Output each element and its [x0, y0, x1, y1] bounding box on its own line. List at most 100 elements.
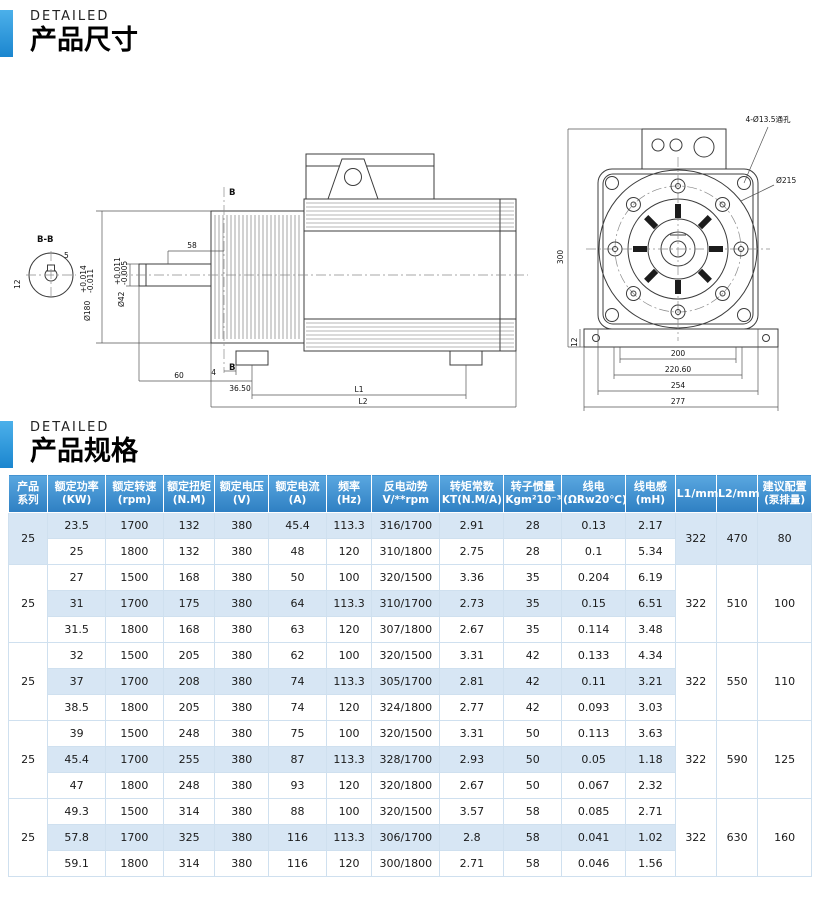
table-cell: 3.48	[625, 615, 676, 643]
l1-cell: 322	[674, 719, 717, 799]
table-cell: 120	[325, 849, 373, 877]
table-cell: 27	[47, 563, 107, 591]
table-cell: 39	[47, 719, 107, 747]
table-cell: 0.113	[561, 719, 627, 747]
column-header: 额定扭矩(N.M)	[162, 474, 216, 513]
table-cell: 0.13	[561, 511, 627, 539]
table-cell: 42	[503, 693, 563, 721]
spec-table: 产品系列额定功率(KW)额定转速(rpm)额定扭矩(N.M)额定电压(V)额定电…	[7, 474, 812, 877]
table-cell: 0.204	[561, 563, 627, 591]
hole-note-label: 4-Ø13.5通孔	[745, 114, 791, 124]
dim-254-label: 254	[671, 381, 686, 390]
table-cell: 38.5	[47, 693, 107, 721]
flange-diameter-label: Ø180 +0.014 -0.011	[79, 265, 95, 321]
table-cell: 6.19	[625, 563, 676, 591]
table-cell: 49.3	[47, 797, 107, 825]
table-cell: 1700	[105, 667, 164, 695]
table-cell: 35	[503, 615, 563, 643]
l1-cell: 322	[674, 563, 717, 643]
table-cell: 380	[214, 745, 270, 773]
svg-text:+0.014: +0.014	[79, 265, 88, 293]
series-cell: 25	[7, 511, 49, 565]
table-cell: 2.71	[625, 797, 676, 825]
table-cell: 168	[162, 563, 216, 591]
table-cell: 380	[214, 641, 270, 669]
table-cell: 324/1800	[371, 693, 441, 721]
column-header: 额定电压(V)	[214, 474, 270, 513]
svg-text:Ø42: Ø42	[117, 291, 126, 307]
table-cell: 205	[162, 693, 216, 721]
dim-58-label: 58	[187, 241, 197, 250]
table-cell: 58	[503, 849, 563, 877]
table-cell: 100	[325, 719, 373, 747]
table-cell: 35	[503, 589, 563, 617]
table-cell: 0.067	[561, 771, 627, 799]
table-cell: 380	[214, 693, 270, 721]
spec-table-head: 产品系列额定功率(KW)额定转速(rpm)额定扭矩(N.M)额定电压(V)额定电…	[7, 474, 812, 513]
l2-cell: 550	[715, 641, 759, 721]
table-cell: 0.05	[561, 745, 627, 773]
table-cell: 31	[47, 589, 107, 617]
dim-300-label: 300	[556, 250, 565, 265]
section-hatch-marks	[633, 204, 723, 295]
l2-cell: 590	[715, 719, 759, 799]
table-cell: 100	[325, 641, 373, 669]
table-cell: 0.15	[561, 589, 627, 617]
table-cell: 380	[214, 615, 270, 643]
table-cell: 310/1800	[371, 537, 441, 565]
table-cell: 120	[325, 693, 373, 721]
table-cell: 4.34	[625, 641, 676, 669]
table-cell: 42	[503, 667, 563, 695]
table-cell: 5.34	[625, 537, 676, 565]
series-cell: 25	[7, 563, 49, 643]
table-cell: 306/1700	[371, 823, 441, 851]
table-cell: 1800	[105, 693, 164, 721]
table-cell: 132	[162, 537, 216, 565]
table-cell: 32	[47, 641, 107, 669]
pump-config-cell: 100	[757, 563, 812, 643]
table-cell: 6.51	[625, 589, 676, 617]
dim-3650-label: 36.50	[229, 384, 251, 393]
column-header: 线电感(mH)	[625, 474, 676, 513]
table-cell: 2.77	[439, 693, 505, 721]
dimension-lines-front	[567, 126, 779, 412]
table-cell: 316/1700	[371, 511, 441, 539]
table-cell: 58	[503, 797, 563, 825]
section-accent-bar	[0, 10, 13, 57]
table-cell: 1500	[105, 641, 164, 669]
table-cell: 116	[268, 849, 327, 877]
front-view-drawing: 300 12 200 220.60 254 277 4-Ø13.5通孔 Ø215	[556, 114, 796, 412]
table-cell: 116	[268, 823, 327, 851]
table-cell: 2.81	[439, 667, 505, 695]
table-cell: 0.041	[561, 823, 627, 851]
section-title-specs: 产品规格	[30, 436, 138, 468]
table-cell: 320/1500	[371, 641, 441, 669]
table-cell: 248	[162, 719, 216, 747]
table-cell: 100	[325, 797, 373, 825]
column-header: L1/mm	[674, 474, 718, 513]
dim-12-label: 12	[570, 337, 579, 347]
table-cell: 50	[503, 771, 563, 799]
table-cell: 62	[268, 641, 327, 669]
column-header: 额定电流(A)	[268, 474, 327, 513]
table-cell: 3.36	[439, 563, 505, 591]
dim-4-label: 4	[211, 368, 216, 377]
table-cell: 100	[325, 563, 373, 591]
table-cell: 1800	[105, 849, 164, 877]
column-header: 线电(ΩRw20℃)	[561, 474, 627, 513]
table-cell: 45.4	[47, 745, 107, 773]
motor-front-outline	[583, 128, 779, 348]
table-cell: 380	[214, 771, 270, 799]
table-cell: 47	[47, 771, 107, 799]
table-cell: 1700	[105, 511, 164, 539]
table-cell: 2.71	[439, 849, 505, 877]
